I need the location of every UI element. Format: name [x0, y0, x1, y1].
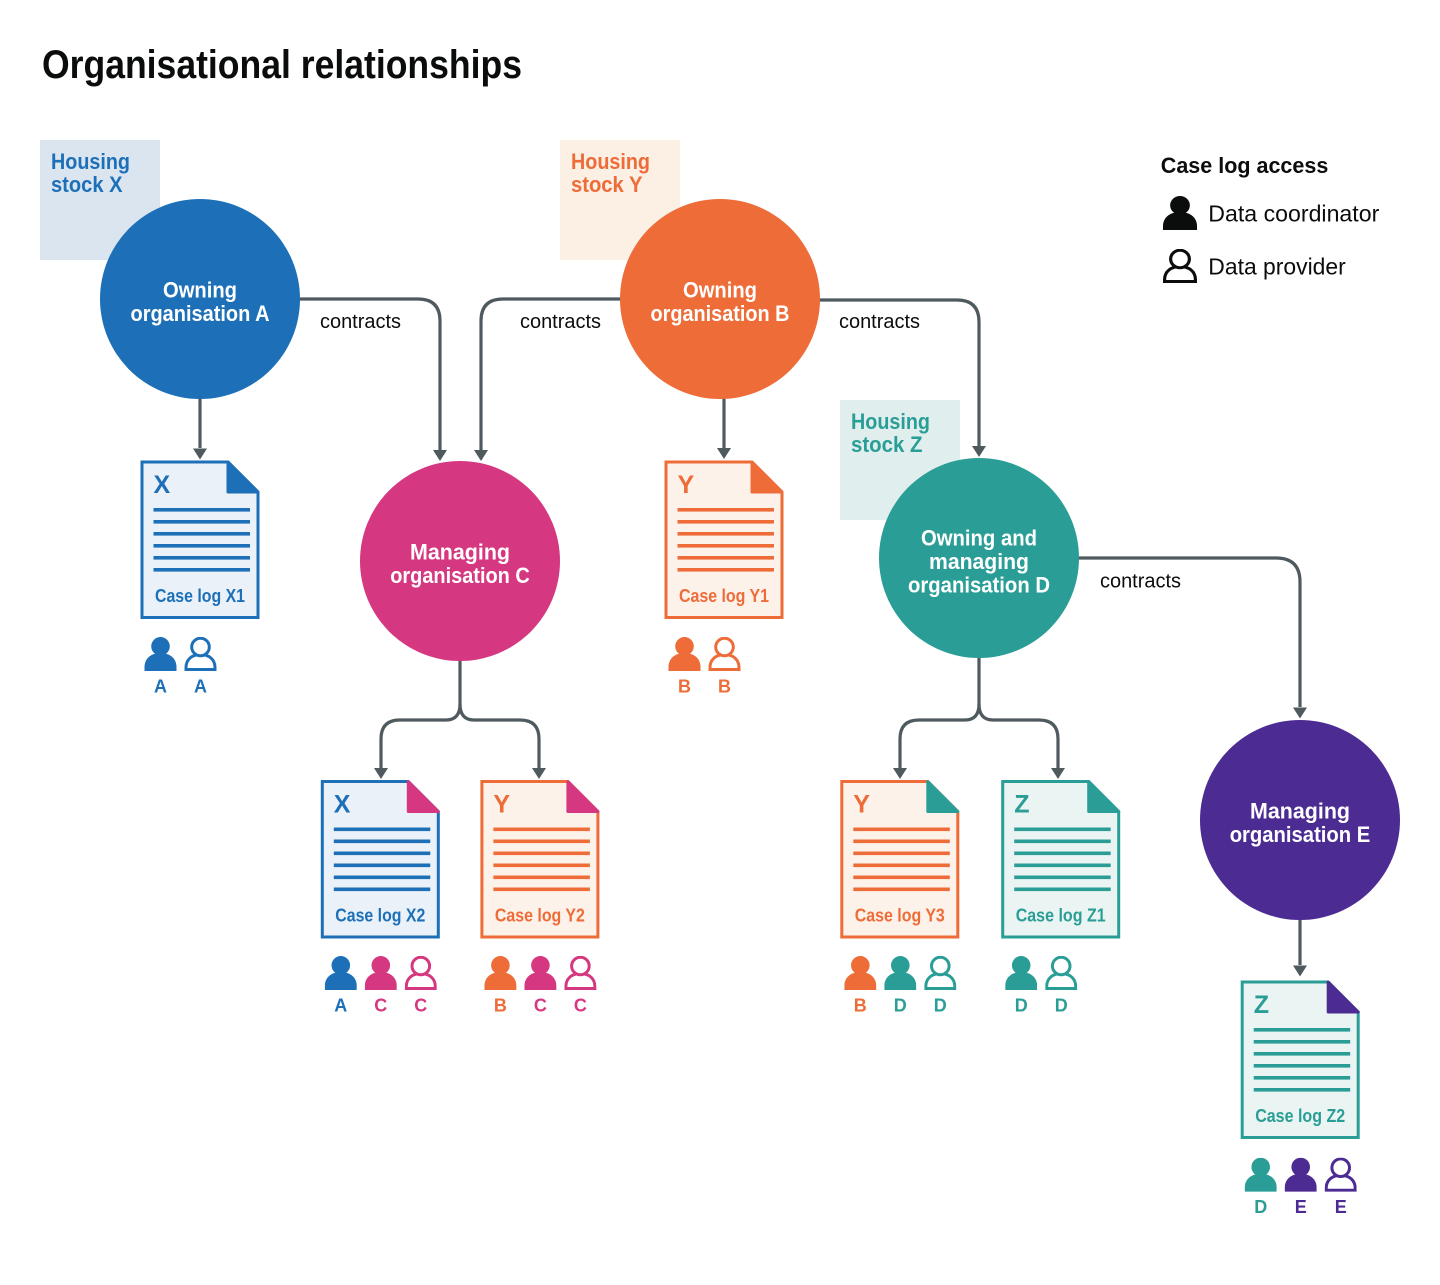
svg-text:Case log X1: Case log X1: [155, 586, 245, 606]
svg-text:Housing: Housing: [571, 149, 650, 174]
svg-text:D: D: [1015, 996, 1028, 1016]
svg-text:Owning and: Owning and: [921, 526, 1037, 551]
svg-text:Case log Y3: Case log Y3: [855, 905, 945, 925]
svg-text:A: A: [194, 677, 207, 697]
svg-text:Case log access: Case log access: [1161, 153, 1329, 178]
svg-text:A: A: [154, 677, 167, 697]
svg-text:stock Z: stock Z: [851, 432, 923, 457]
svg-text:Case log Y2: Case log Y2: [495, 905, 585, 925]
svg-text:D: D: [934, 996, 947, 1016]
svg-text:Z: Z: [1014, 791, 1029, 819]
svg-text:organisation A: organisation A: [131, 301, 270, 326]
svg-text:Data coordinator: Data coordinator: [1208, 201, 1379, 227]
svg-text:Case log Y1: Case log Y1: [679, 586, 769, 606]
svg-text:managing: managing: [929, 549, 1029, 574]
svg-text:C: C: [374, 996, 387, 1016]
svg-text:Managing: Managing: [410, 540, 510, 565]
svg-text:Case log X2: Case log X2: [335, 905, 425, 925]
svg-text:X: X: [154, 471, 171, 499]
svg-text:Y: Y: [493, 791, 510, 819]
svg-text:B: B: [494, 996, 507, 1016]
svg-text:organisation B: organisation B: [651, 301, 790, 326]
svg-text:organisation D: organisation D: [908, 573, 1050, 598]
svg-text:B: B: [854, 996, 867, 1016]
svg-text:Y: Y: [853, 791, 870, 819]
svg-text:Organisational relationships: Organisational relationships: [42, 43, 522, 87]
svg-text:contracts: contracts: [520, 311, 601, 333]
svg-text:D: D: [1055, 996, 1068, 1016]
svg-text:E: E: [1335, 1197, 1347, 1217]
svg-text:A: A: [334, 996, 347, 1016]
svg-text:D: D: [1254, 1197, 1267, 1217]
svg-text:contracts: contracts: [839, 311, 920, 333]
svg-text:contracts: contracts: [1100, 571, 1181, 593]
svg-text:organisation C: organisation C: [390, 563, 530, 588]
svg-text:contracts: contracts: [320, 311, 401, 333]
svg-text:Data provider: Data provider: [1208, 254, 1346, 280]
svg-text:Y: Y: [678, 471, 695, 499]
svg-text:B: B: [678, 677, 691, 697]
svg-text:Owning: Owning: [683, 278, 757, 303]
svg-text:stock Y: stock Y: [571, 172, 643, 197]
svg-text:stock X: stock X: [51, 172, 123, 197]
svg-text:C: C: [414, 996, 427, 1016]
svg-text:C: C: [574, 996, 587, 1016]
svg-text:Z: Z: [1254, 991, 1269, 1019]
svg-text:Owning: Owning: [163, 278, 237, 303]
svg-text:X: X: [334, 791, 351, 819]
svg-text:C: C: [534, 996, 547, 1016]
svg-text:Housing: Housing: [51, 149, 130, 174]
svg-text:Managing: Managing: [1250, 799, 1350, 824]
svg-text:D: D: [894, 996, 907, 1016]
svg-text:Housing: Housing: [851, 409, 930, 434]
svg-text:Case log Z1: Case log Z1: [1016, 905, 1106, 925]
svg-text:E: E: [1295, 1197, 1307, 1217]
svg-text:Case log Z2: Case log Z2: [1255, 1106, 1345, 1126]
svg-text:organisation E: organisation E: [1230, 822, 1371, 847]
svg-text:B: B: [718, 677, 731, 697]
